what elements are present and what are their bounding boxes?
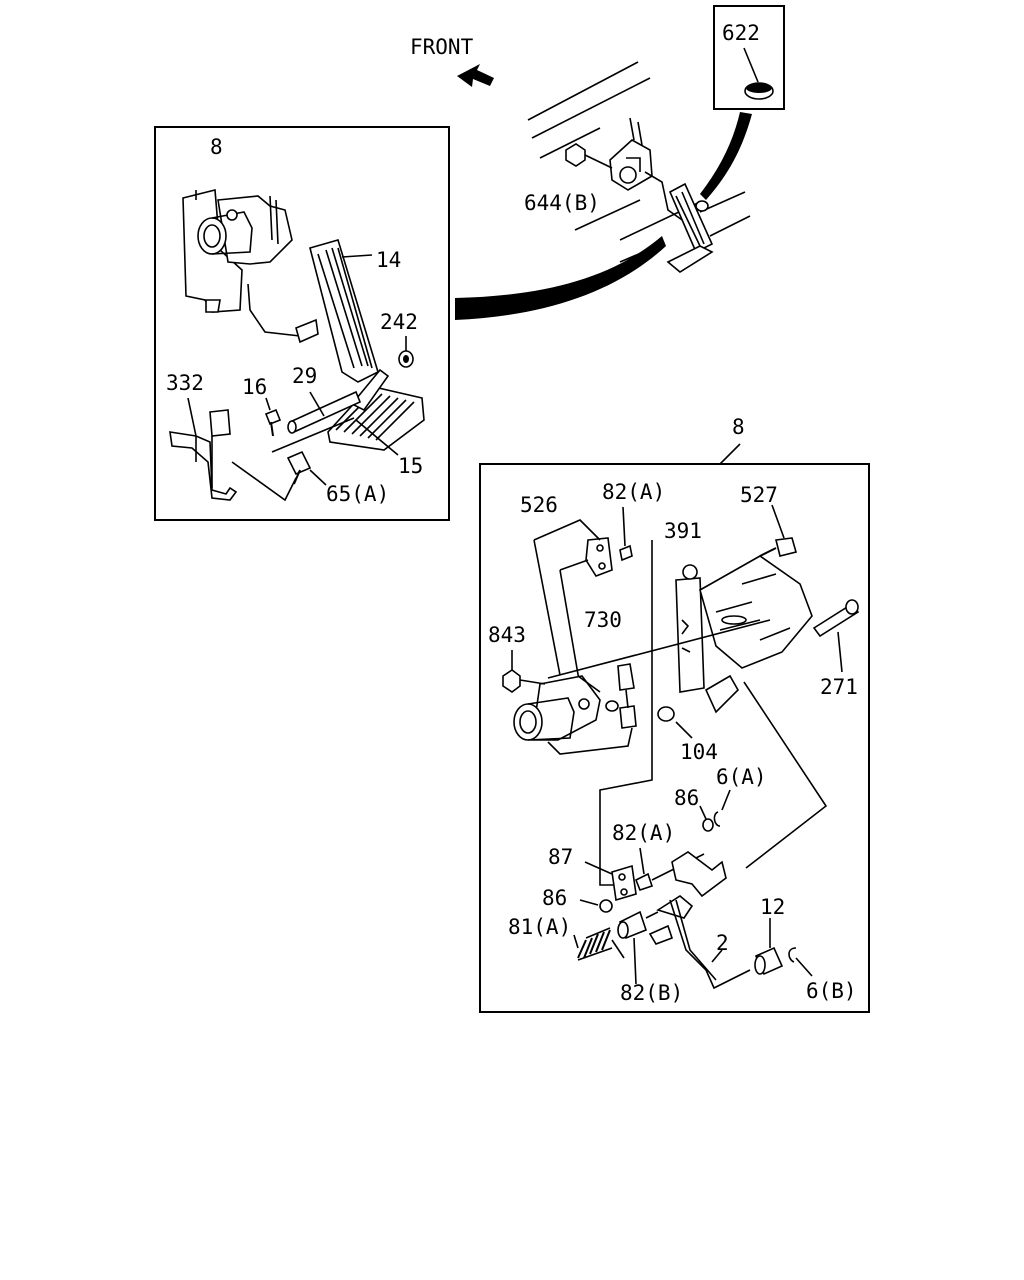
label-332: 332 bbox=[166, 371, 204, 395]
label-65a: 65(A) bbox=[326, 482, 389, 506]
label-82a-mid: 82(A) bbox=[612, 821, 675, 845]
curved-arrow-622 bbox=[700, 112, 752, 200]
label-271: 271 bbox=[820, 675, 858, 699]
label-82b: 82(B) bbox=[620, 981, 683, 1005]
label-82a-top: 82(A) bbox=[602, 480, 665, 504]
curved-arrow-detail bbox=[455, 236, 666, 320]
label-6a: 6(A) bbox=[716, 765, 767, 789]
part-622-box bbox=[713, 5, 785, 110]
label-8-top: 8 bbox=[210, 135, 223, 159]
label-622: 622 bbox=[722, 21, 760, 45]
label-242: 242 bbox=[380, 310, 418, 334]
label-527: 527 bbox=[740, 483, 778, 507]
label-12: 12 bbox=[760, 895, 785, 919]
pedal-detail-frame bbox=[154, 126, 450, 521]
label-843: 843 bbox=[488, 623, 526, 647]
label-86-upper: 86 bbox=[674, 786, 699, 810]
label-15: 15 bbox=[398, 454, 423, 478]
label-8-callout: 8 bbox=[732, 415, 745, 439]
front-direction-indicator: FRONT bbox=[410, 35, 494, 87]
label-730: 730 bbox=[584, 608, 622, 632]
vehicle-overview bbox=[527, 61, 751, 273]
label-6b: 6(B) bbox=[806, 979, 857, 1003]
label-87: 87 bbox=[548, 845, 573, 869]
label-644b: 644(B) bbox=[524, 191, 600, 215]
label-29: 29 bbox=[292, 364, 317, 388]
label-14: 14 bbox=[376, 248, 401, 272]
label-526: 526 bbox=[520, 493, 558, 517]
label-16: 16 bbox=[242, 375, 267, 399]
front-label: FRONT bbox=[410, 35, 474, 59]
label-104: 104 bbox=[680, 740, 718, 764]
label-86-lower: 86 bbox=[542, 886, 567, 910]
callout-labels: 622 644(B) 8 14 242 332 16 29 15 65(A) 8… bbox=[166, 21, 858, 1005]
label-2: 2 bbox=[716, 931, 729, 955]
label-391: 391 bbox=[664, 519, 702, 543]
label-81a: 81(A) bbox=[508, 915, 571, 939]
front-arrow-icon bbox=[457, 64, 494, 87]
sensor-exploded-frame bbox=[479, 443, 870, 1013]
